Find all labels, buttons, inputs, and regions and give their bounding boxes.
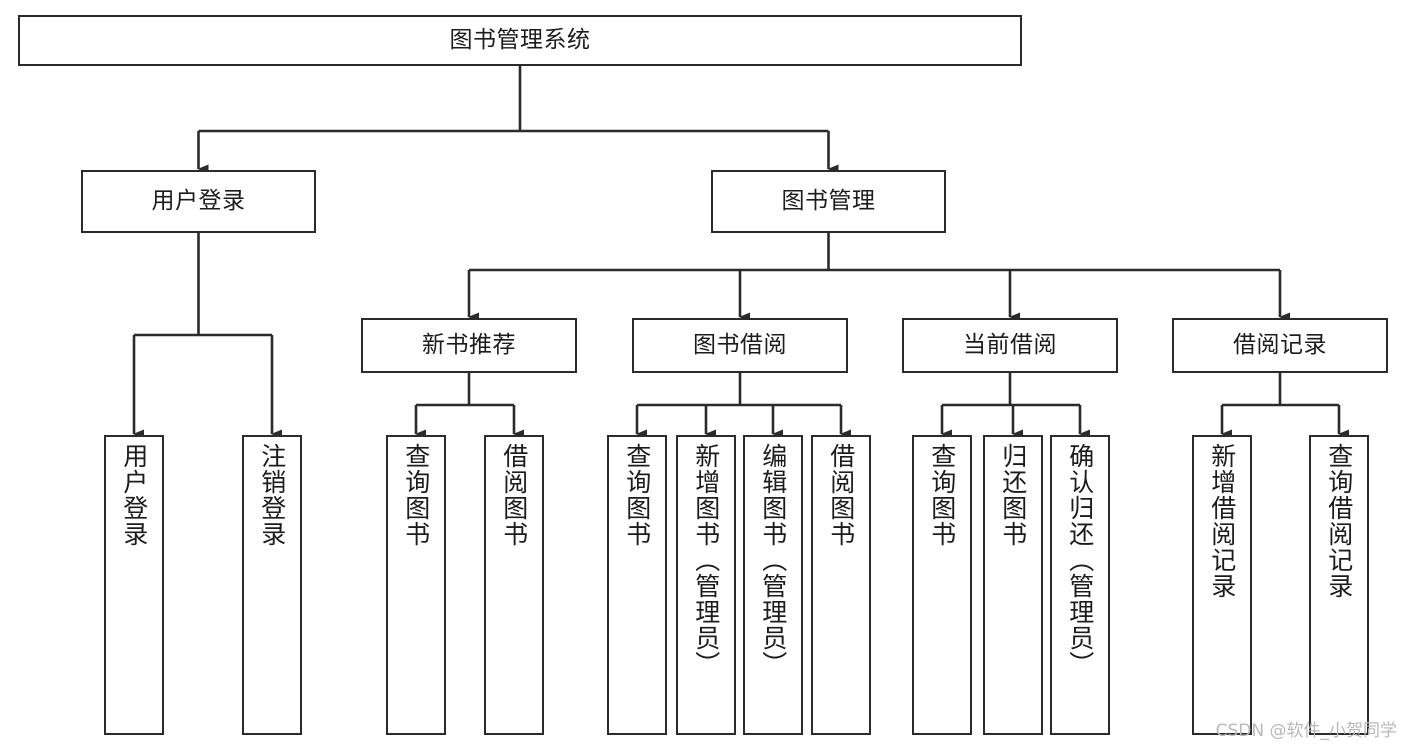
node-leaf-borrow-book-1[interactable]: 借阅图书 [484,435,544,735]
node-leaf-logout[interactable]: 注销登录 [242,435,302,735]
node-current-borrow[interactable]: 当前借阅 [902,318,1118,373]
node-user-login[interactable]: 用户登录 [81,170,316,233]
node-current-borrow-label: 当前借阅 [963,331,1057,358]
node-leaf-add-record[interactable]: 新增借阅记录 [1192,435,1252,735]
node-root-label: 图书管理系统 [449,26,591,53]
node-leaf-logout-label: 注销登录 [257,443,287,547]
node-leaf-borrow-book-2[interactable]: 借阅图书 [811,435,871,735]
node-leaf-query-book-1[interactable]: 查询图书 [386,435,446,735]
node-borrow-record[interactable]: 借阅记录 [1172,318,1388,373]
node-leaf-edit-book[interactable]: 编辑图书（管理员） [743,435,803,735]
node-book-management-label: 图书管理 [781,187,876,214]
node-leaf-return-book-label: 归还图书 [998,443,1028,547]
node-leaf-add-record-label: 新增借阅记录 [1207,443,1237,599]
node-leaf-query-record-label: 查询借阅记录 [1324,443,1354,599]
node-new-book-recommend-label: 新书推荐 [422,331,516,358]
node-leaf-query-book-2[interactable]: 查询图书 [607,435,667,735]
node-leaf-user-login[interactable]: 用户登录 [104,435,164,735]
watermark: CSDN @软件_小贺同学 [1215,721,1397,741]
node-book-borrow[interactable]: 图书借阅 [632,318,848,373]
node-leaf-confirm-return[interactable]: 确认归还（管理员） [1050,435,1110,735]
node-borrow-record-label: 借阅记录 [1233,331,1327,358]
node-leaf-query-record[interactable]: 查询借阅记录 [1309,435,1369,735]
node-leaf-add-book[interactable]: 新增图书（管理员） [676,435,736,735]
node-leaf-return-book[interactable]: 归还图书 [983,435,1043,735]
node-book-borrow-label: 图书借阅 [693,331,787,358]
node-leaf-add-book-label: 新增图书（管理员） [691,443,721,677]
node-book-management[interactable]: 图书管理 [711,170,946,233]
node-leaf-borrow-book-2-label: 借阅图书 [826,443,856,547]
node-leaf-user-login-label: 用户登录 [119,443,149,547]
node-leaf-query-book-3[interactable]: 查询图书 [912,435,972,735]
node-leaf-confirm-return-label: 确认归还（管理员） [1065,443,1095,677]
node-leaf-edit-book-label: 编辑图书（管理员） [758,443,788,677]
node-leaf-query-book-3-label: 查询图书 [927,443,957,547]
node-leaf-query-book-2-label: 查询图书 [622,443,652,547]
node-user-login-label: 用户登录 [151,187,246,214]
node-leaf-query-book-1-label: 查询图书 [401,443,431,547]
node-root[interactable]: 图书管理系统 [18,15,1022,66]
node-leaf-borrow-book-1-label: 借阅图书 [499,443,529,547]
node-new-book-recommend[interactable]: 新书推荐 [361,318,577,373]
